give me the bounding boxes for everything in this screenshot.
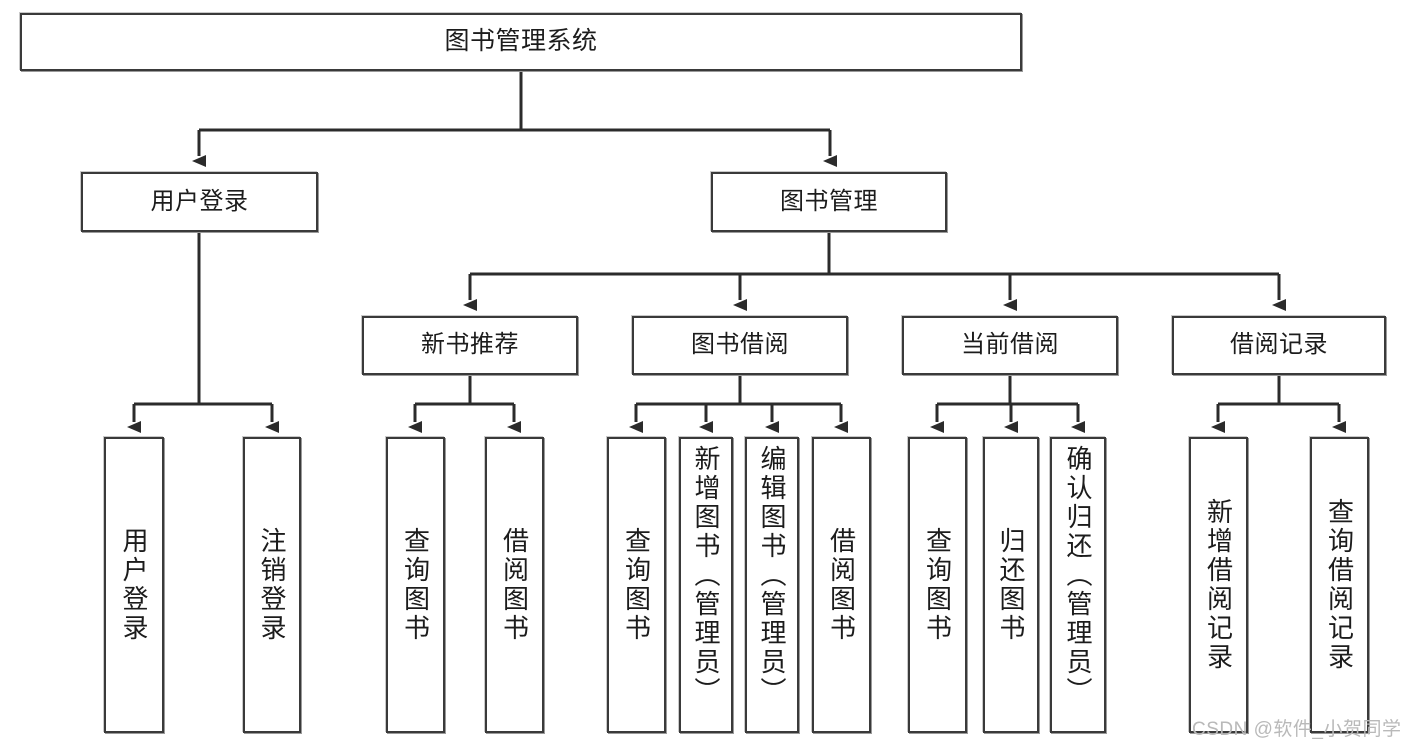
- node-book-borrow-label: 图书借阅: [691, 331, 789, 359]
- node-leaf-borrow-book-recommend-label: 借阅图书: [499, 527, 530, 643]
- node-leaf-edit-book[interactable]: 编辑图书（管理员）: [745, 437, 799, 733]
- node-leaf-borrow-book-recommend[interactable]: 借阅图书: [485, 437, 544, 733]
- node-leaf-query-book-borrow[interactable]: 查询图书: [607, 437, 666, 733]
- node-user-login[interactable]: 用户登录: [81, 172, 318, 232]
- node-leaf-return-book-label: 归还图书: [996, 527, 1026, 643]
- node-user-login-label: 用户登录: [150, 187, 249, 215]
- node-leaf-add-borrow-record-label: 新增借阅记录: [1203, 498, 1234, 672]
- node-book-manage-label: 图书管理: [780, 187, 878, 215]
- node-leaf-user-login-label: 用户登录: [119, 527, 149, 643]
- node-leaf-query-book-borrow-label: 查询图书: [621, 527, 652, 643]
- node-leaf-query-book-recommend[interactable]: 查询图书: [386, 437, 445, 733]
- node-root-system[interactable]: 图书管理系统: [20, 13, 1022, 71]
- node-leaf-edit-book-label: 编辑图书（管理员）: [757, 445, 787, 706]
- node-leaf-logout-login[interactable]: 注销登录: [243, 437, 301, 733]
- node-leaf-query-book-recommend-label: 查询图书: [400, 527, 431, 643]
- node-leaf-query-book-current-label: 查询图书: [922, 527, 953, 643]
- node-leaf-add-book-label: 新增图书（管理员）: [691, 445, 721, 706]
- node-book-manage[interactable]: 图书管理: [711, 172, 947, 232]
- node-leaf-add-borrow-record[interactable]: 新增借阅记录: [1189, 437, 1248, 733]
- node-leaf-borrow-book-label: 借阅图书: [826, 527, 857, 643]
- node-borrow-record-label: 借阅记录: [1230, 331, 1328, 359]
- node-current-borrow-label: 当前借阅: [961, 331, 1059, 359]
- node-leaf-confirm-return-label: 确认归还（管理员）: [1063, 445, 1093, 706]
- node-book-borrow[interactable]: 图书借阅: [632, 316, 848, 375]
- node-current-borrow[interactable]: 当前借阅: [902, 316, 1118, 375]
- node-borrow-record[interactable]: 借阅记录: [1172, 316, 1386, 375]
- node-new-book-recommend-label: 新书推荐: [421, 331, 519, 359]
- node-leaf-return-book[interactable]: 归还图书: [983, 437, 1039, 733]
- node-leaf-query-borrow-record-label: 查询借阅记录: [1324, 498, 1355, 672]
- node-new-book-recommend[interactable]: 新书推荐: [362, 316, 578, 375]
- csdn-watermark: CSDN @软件_小贺同学: [1192, 719, 1402, 740]
- node-leaf-user-login[interactable]: 用户登录: [104, 437, 164, 733]
- node-leaf-logout-login-label: 注销登录: [257, 527, 287, 643]
- node-leaf-add-book[interactable]: 新增图书（管理员）: [679, 437, 733, 733]
- node-leaf-query-borrow-record[interactable]: 查询借阅记录: [1310, 437, 1369, 733]
- node-leaf-query-book-current[interactable]: 查询图书: [908, 437, 967, 733]
- node-leaf-borrow-book[interactable]: 借阅图书: [812, 437, 871, 733]
- node-leaf-confirm-return[interactable]: 确认归还（管理员）: [1050, 437, 1106, 733]
- node-root-system-label: 图书管理系统: [444, 27, 598, 56]
